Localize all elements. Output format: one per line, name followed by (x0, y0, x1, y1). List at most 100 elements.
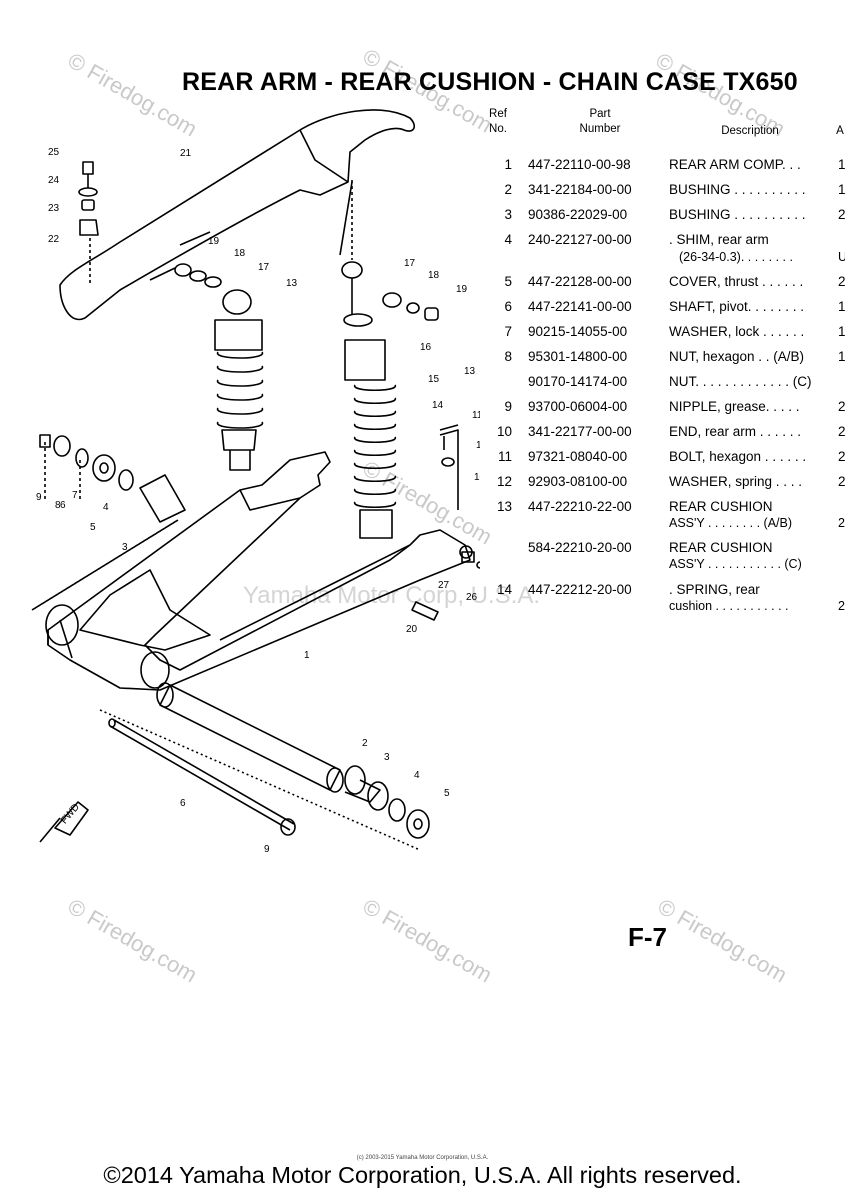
callout-4: 4 (103, 502, 109, 513)
callout-25: 25 (48, 147, 60, 158)
row-description: SHAFT, pivot. . . . . . . . (669, 299, 805, 314)
row-description: . SHIM, rear arm (669, 232, 769, 247)
callout-1: 1 (304, 650, 310, 661)
callout-21: 21 (180, 148, 192, 159)
row-qty: U (838, 250, 845, 264)
row-description: NIPPLE, grease. . . . . (669, 399, 800, 414)
figure-id: F-7 (628, 922, 667, 952)
row-qty: 1 (838, 157, 845, 172)
row-ref: 4 (504, 232, 512, 247)
row-part-number: 92903-08100-00 (528, 474, 628, 489)
watermark: © Firedog.com (653, 893, 792, 988)
row-description: BOLT, hexagon . . . . . . (669, 449, 807, 464)
callout-22: 22 (48, 234, 60, 245)
callout-19: 19 (208, 236, 220, 247)
callout-8: 8 (55, 500, 61, 511)
callout-13b: 13 (464, 366, 476, 377)
callout-14: 14 (432, 400, 444, 411)
row-ref: 3 (504, 207, 512, 222)
header-ref-line2: No. (489, 123, 507, 135)
callout-17: 17 (258, 262, 270, 273)
row-qty: 2 (838, 424, 845, 439)
header-ref: Ref No. (480, 107, 516, 137)
row-description: BUSHING . . . . . . . . . . (669, 182, 806, 197)
row-description: WASHER, lock . . . . . . (669, 324, 805, 339)
page-title: REAR ARM - REAR CUSHION - CHAIN CASE TX6… (182, 68, 798, 96)
row-part-number: 240-22127-00-00 (528, 232, 632, 247)
row-part-number: 341-22177-00-00 (528, 424, 632, 439)
callout-19b: 19 (456, 284, 468, 295)
callout-6: 6 (60, 500, 66, 511)
row-part-number: 90386-22029-00 (528, 207, 628, 222)
row-description: COVER, thrust . . . . . . (669, 274, 804, 289)
small-copyright: (c) 2003-2015 Yamaha Motor Corporation, … (356, 1155, 489, 1161)
row-description: . SPRING, rear (669, 582, 760, 597)
row-description-continued: ASS'Y . . . . . . . . (A/B) (669, 516, 793, 530)
callout-9: 9 (36, 492, 42, 503)
row-part-number: 95301-14800-00 (528, 349, 628, 364)
row-ref: 7 (504, 324, 512, 339)
callout-5: 5 (90, 522, 96, 533)
row-ref: 1 (504, 157, 512, 172)
callout-12: 12 (476, 440, 480, 451)
row-part-number: 341-22184-00-00 (528, 182, 632, 197)
row-description-continued: ASS'Y . . . . . . . . . . . (C) (669, 557, 802, 571)
row-ref: 6 (504, 299, 512, 314)
callout-7: 7 (72, 490, 78, 501)
header-part-line1: Part (589, 108, 611, 120)
row-qty: 2 (838, 474, 845, 489)
row-description: NUT, hexagon . . (A/B) (669, 349, 805, 364)
row-description: END, rear arm . . . . . . (669, 424, 802, 439)
row-part-number: 447-22128-00-00 (528, 274, 632, 289)
row-description-continued: cushion . . . . . . . . . . . (669, 599, 789, 613)
row-ref: 5 (504, 274, 512, 289)
row-part-number: 447-22141-00-00 (528, 299, 632, 314)
callout-16: 16 (420, 342, 432, 353)
row-qty: 1 (838, 299, 845, 314)
row-part-number: 90215-14055-00 (528, 324, 628, 339)
row-part-number: 447-22210-22-00 (528, 499, 632, 514)
header-ref-line1: Ref (489, 108, 507, 120)
row-part-number: 447-22110-00-98 (528, 157, 631, 172)
watermark: © Firedog.com (63, 893, 202, 988)
row-description: REAR ARM COMP. . . (669, 157, 801, 172)
header-part: Part Number (555, 107, 645, 137)
row-ref: 10 (496, 424, 512, 439)
callout-4b: 4 (414, 770, 420, 781)
row-qty: 2 (838, 274, 845, 289)
callout-18b: 18 (428, 270, 440, 281)
exploded-diagram: 25 24 23 22 21 19 18 17 13 17 18 19 16 1… (31, 109, 480, 855)
row-part-number: 584-22210-20-00 (528, 540, 632, 555)
callout-15: 15 (428, 374, 440, 385)
row-ref: 9 (504, 399, 512, 414)
row-part-number: 97321-08040-00 (528, 449, 628, 464)
row-qty: 1 (838, 324, 845, 339)
callout-23: 23 (48, 203, 60, 214)
callout-9b: 9 (264, 844, 270, 855)
row-part-number: 447-22212-20-00 (528, 582, 632, 597)
row-ref: 14 (496, 582, 512, 597)
row-description: WASHER, spring . . . . (669, 474, 803, 489)
callout-24: 24 (48, 175, 60, 186)
row-description: NUT. . . . . . . . . . . . . (C) (669, 374, 812, 389)
row-ref: 12 (496, 474, 512, 489)
watermark: © Firedog.com (358, 893, 497, 988)
row-qty: 2 (838, 207, 845, 222)
callout-20: 20 (406, 624, 418, 635)
row-ref: 8 (504, 349, 512, 364)
row-qty: 2 (838, 449, 845, 464)
row-ref: 13 (496, 499, 512, 514)
callout-27: 27 (438, 580, 450, 591)
row-description-continued: (26-34-0.3). . . . . . . . (679, 250, 793, 264)
row-qty: 2 (838, 599, 845, 613)
callout-18: 18 (234, 248, 246, 259)
row-qty: 2 (838, 516, 845, 530)
callout-3: 3 (122, 542, 128, 553)
header-qty: A (836, 125, 844, 137)
callout-17b: 17 (404, 258, 416, 269)
callout-11: 11 (472, 410, 480, 421)
callout-3b: 3 (384, 752, 390, 763)
header-description: Description (721, 125, 779, 137)
row-part-number: 93700-06004-00 (528, 399, 628, 414)
